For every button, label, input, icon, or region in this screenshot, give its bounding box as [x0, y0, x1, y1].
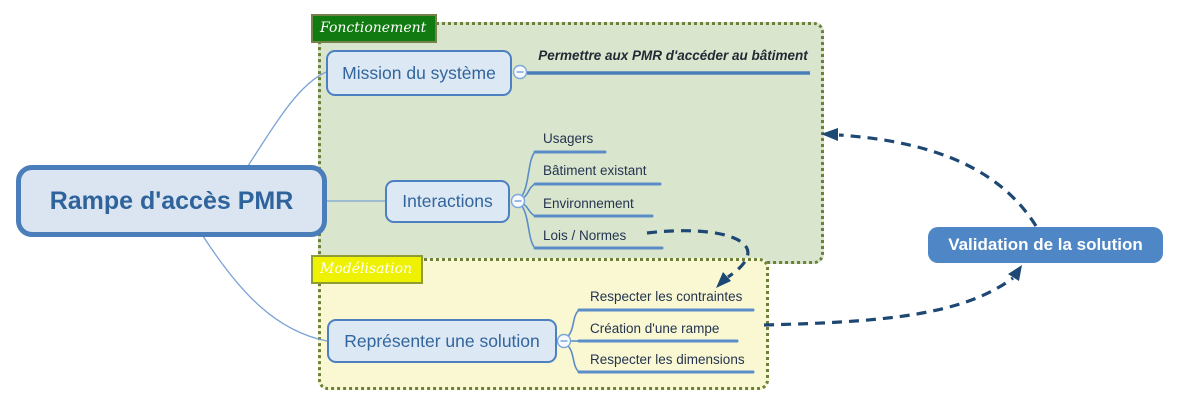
edge-root-mission: [247, 71, 327, 167]
branch-lois-curve: [518, 202, 536, 249]
leaf-environnement[interactable]: Environnement: [543, 196, 634, 211]
collapse-minus-icon: [514, 71, 568, 342]
root-node[interactable]: Rampe d'accès PMR: [16, 165, 327, 237]
leaf-creation-rampe[interactable]: Création d'une rampe: [590, 321, 720, 336]
relation-validation-to-fonctionnement[interactable]: [838, 133, 1038, 227]
node-validation[interactable]: Validation de la solution: [928, 227, 1163, 263]
region-label-fonctionnement[interactable]: Fonctionement: [311, 14, 438, 43]
node-representer-solution[interactable]: Représenter une solution: [327, 319, 557, 363]
relation-representer-to-validation[interactable]: [763, 276, 1014, 327]
arrowhead-to-fonctionnement: [821, 128, 838, 141]
leaf-batiment-existant[interactable]: Bâtiment existant: [543, 163, 647, 178]
leaf-respecter-dimensions[interactable]: Respecter les dimensions: [590, 352, 745, 367]
arrowhead-to-contraintes: [716, 272, 731, 288]
relation-lois-to-contraintes[interactable]: [646, 229, 750, 279]
leaf-lois-normes[interactable]: Lois / Normes: [543, 228, 627, 243]
topic-mission-note[interactable]: Permettre aux PMR d'accéder au bâtiment: [538, 48, 808, 63]
leaf-respecter-contraintes[interactable]: Respecter les contraintes: [590, 289, 743, 304]
node-interactions[interactable]: Interactions: [385, 180, 510, 223]
node-mission[interactable]: Mission du système: [326, 50, 512, 96]
edge-root-representer: [202, 235, 328, 342]
leaf-usagers[interactable]: Usagers: [543, 131, 594, 146]
arrowhead-to-validation: [1008, 265, 1022, 281]
branch-usagers-curve: [518, 151, 536, 200]
region-label-modelisation[interactable]: Modélisation: [311, 255, 424, 284]
